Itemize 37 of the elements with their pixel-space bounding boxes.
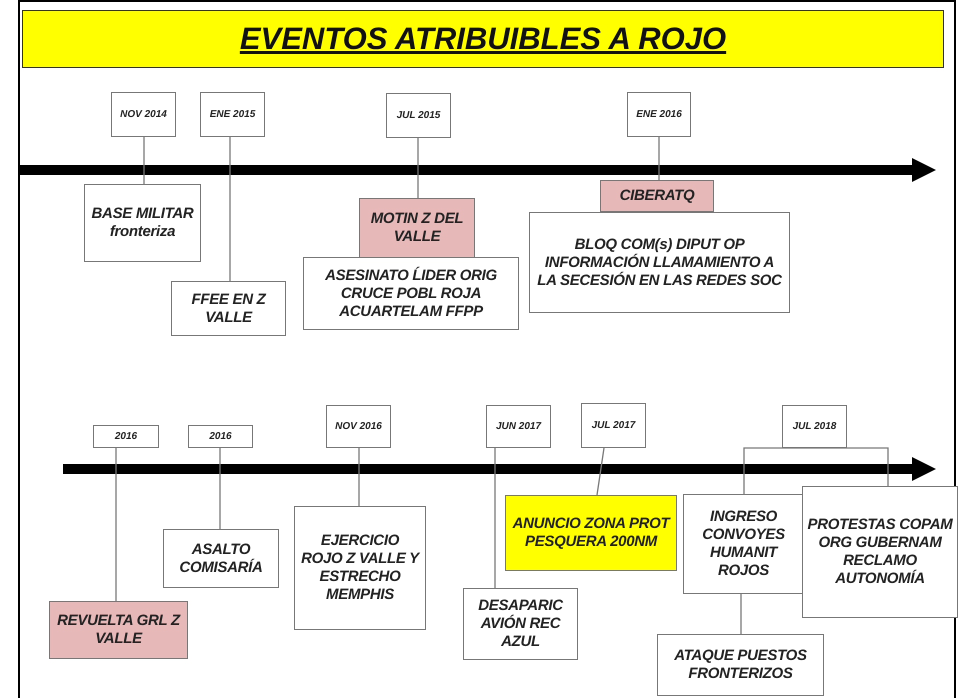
connector-line bbox=[358, 448, 360, 506]
event-box: INGRESO CONVOYES HUMANIT ROJOS bbox=[683, 494, 804, 594]
date-box: ENE 2015 bbox=[200, 92, 265, 137]
date-box: ENE 2016 bbox=[627, 92, 691, 137]
connector-line bbox=[143, 137, 145, 184]
connector-line bbox=[417, 138, 419, 198]
event-box: BASE MILITAR fronteriza bbox=[84, 184, 201, 262]
connector-line bbox=[229, 137, 231, 281]
date-box: 2016 bbox=[93, 425, 159, 448]
connector-line bbox=[658, 137, 660, 180]
date-box: JUL 2018 bbox=[782, 405, 847, 448]
event-box: DESAPARIC AVIÓN REC AZUL bbox=[463, 588, 578, 660]
connector-line bbox=[743, 447, 815, 494]
date-box: 2016 bbox=[188, 425, 253, 448]
connector-line bbox=[596, 448, 605, 496]
event-box: FFEE EN Z VALLE bbox=[171, 281, 286, 336]
event-box: REVUELTA GRL Z VALLE bbox=[49, 601, 188, 659]
event-box: PROTESTAS COPAM ORG GUBERNAM RECLAMO AUTONOMÍA bbox=[802, 486, 958, 618]
date-box: JUL 2015 bbox=[386, 93, 451, 138]
event-box: ASESINATO ĹIDER ORIG CRUCE POBL ROJA ACUARTELAM FFPP bbox=[303, 257, 519, 330]
event-box: BLOQ COM(s) DIPUT OP INFORMACIÓN LLAMAMIENTO A LA SECESIÓN EN LAS REDES SOC bbox=[529, 212, 790, 313]
connector-line bbox=[494, 448, 496, 588]
event-box: EJERCICIO ROJO Z VALLE Y ESTRECHO MEMPHIS bbox=[294, 506, 426, 630]
connector-line bbox=[115, 448, 117, 601]
event-box: MOTIN Z DEL VALLE bbox=[359, 198, 475, 258]
event-box: ANUNCIO ZONA PROT PESQUERA 200NM bbox=[505, 495, 677, 571]
date-box: NOV 2014 bbox=[111, 92, 176, 137]
connector-line bbox=[219, 448, 221, 529]
title-banner: EVENTOS ATRIBUIBLES A ROJO bbox=[22, 10, 944, 68]
event-box: ASALTO COMISARÍA bbox=[163, 529, 279, 588]
connector-line bbox=[740, 594, 742, 634]
date-box: JUN 2017 bbox=[486, 405, 551, 448]
date-box: JUL 2017 bbox=[581, 403, 646, 448]
event-box: ATAQUE PUESTOS FRONTERIZOS bbox=[657, 634, 824, 696]
connector-line bbox=[815, 447, 889, 486]
event-box: CIBERATQ bbox=[600, 180, 714, 212]
date-box: NOV 2016 bbox=[326, 405, 391, 448]
